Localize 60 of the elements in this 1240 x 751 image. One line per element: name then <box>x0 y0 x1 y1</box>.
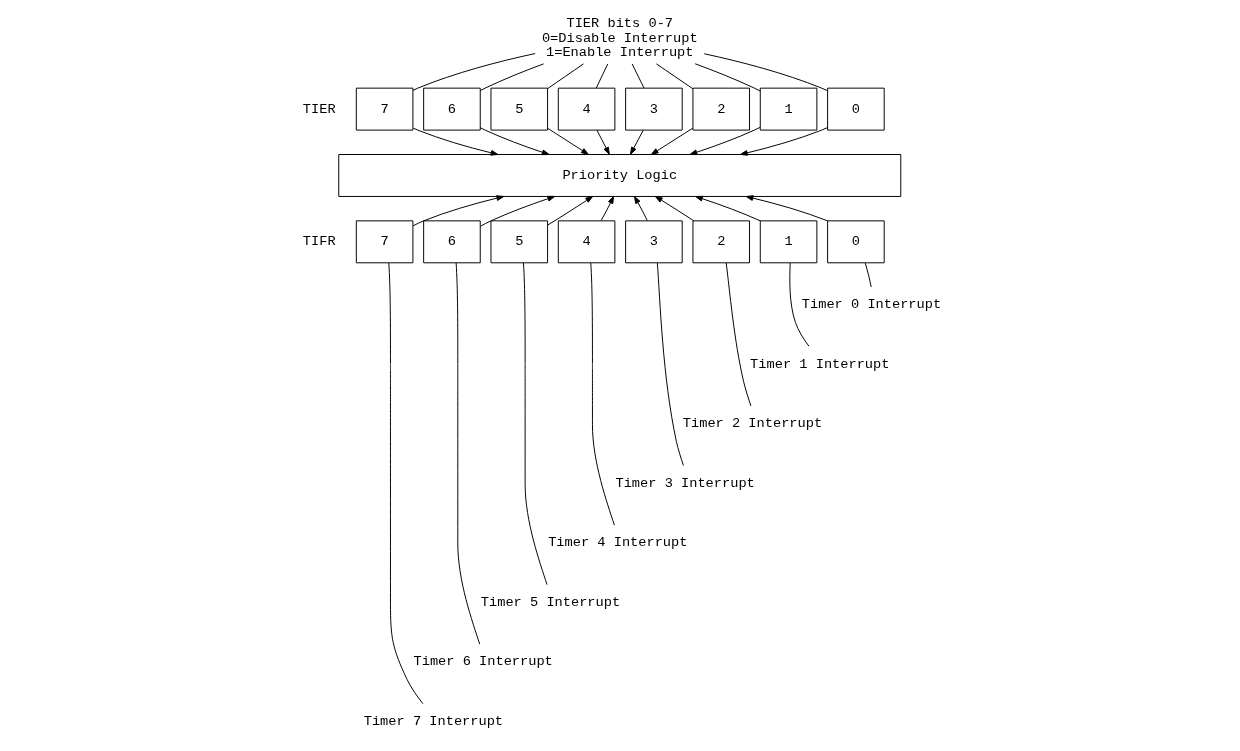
connector <box>703 53 828 92</box>
arrow <box>412 127 498 156</box>
node-box: 0 <box>826 87 885 131</box>
node-text: TIER bits 0-7 0=Disable Interrupt 1=Enable Interrupt <box>541 15 698 61</box>
arrow <box>629 129 644 155</box>
connector <box>656 262 684 466</box>
connector <box>725 262 751 407</box>
node-box: 2 <box>691 220 750 264</box>
arrow <box>546 196 593 226</box>
node-box: 6 <box>422 87 481 131</box>
label: TIFR <box>302 234 336 250</box>
arrow <box>694 195 761 222</box>
node-text: Timer 3 Interrupt <box>614 475 755 491</box>
node-text: Timer 2 Interrupt <box>682 416 822 432</box>
node-box: Priority Logic <box>337 154 901 197</box>
connector <box>595 63 608 89</box>
node-box: 0 <box>826 220 885 264</box>
arrow <box>412 195 504 227</box>
node-box: 2 <box>691 87 750 131</box>
label: TIER <box>302 101 336 117</box>
node-box: 4 <box>557 220 615 264</box>
arrow <box>633 196 648 222</box>
arrow <box>479 195 555 227</box>
arrow <box>745 195 828 222</box>
node-box: 3 <box>624 220 683 264</box>
node-box: 1 <box>759 220 817 264</box>
connector <box>589 262 615 526</box>
connector <box>387 262 423 705</box>
arrow <box>479 127 550 156</box>
node-text: Timer 6 Interrupt <box>413 654 553 670</box>
connector <box>655 63 693 90</box>
arrow <box>650 127 693 155</box>
arrow <box>739 127 828 156</box>
node-text: Timer 1 Interrupt <box>749 356 889 372</box>
connector <box>694 63 761 92</box>
node-text: Timer 0 Interrupt <box>801 297 941 313</box>
connector <box>788 262 809 347</box>
connector <box>455 262 480 645</box>
node-text: Timer 5 Interrupt <box>480 594 620 610</box>
arrow <box>595 129 610 155</box>
node-text: Timer 7 Interrupt <box>363 714 503 729</box>
node-box: 5 <box>490 220 548 264</box>
connector <box>522 262 548 586</box>
node-box: 5 <box>490 87 548 131</box>
node-box: 1 <box>759 87 817 131</box>
node-box: 6 <box>422 220 481 264</box>
node-box: 4 <box>557 87 615 131</box>
connector <box>631 63 644 89</box>
arrow <box>689 126 761 156</box>
connector <box>546 63 584 90</box>
node-box: 3 <box>624 87 683 131</box>
arrow <box>654 196 694 222</box>
node-box: 7 <box>355 87 413 131</box>
connector <box>864 262 872 288</box>
arrow <box>546 127 589 155</box>
connector <box>479 63 544 92</box>
connector <box>411 53 536 91</box>
arrow <box>600 196 614 222</box>
node-box: 7 <box>355 220 413 264</box>
node-text: Timer 4 Interrupt <box>547 535 687 551</box>
